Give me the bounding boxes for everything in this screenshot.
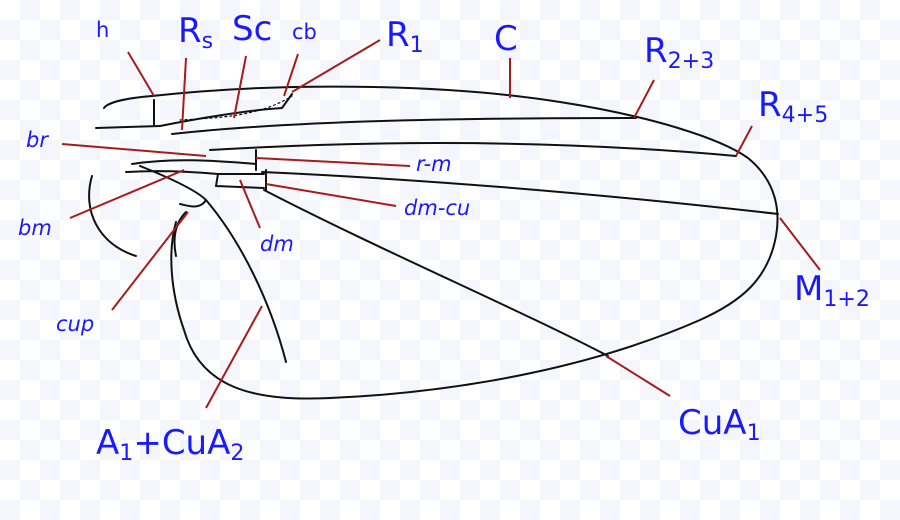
anal-lobe	[88, 175, 187, 257]
label-a1cua2: A1+CuA2	[96, 423, 245, 467]
label-cup: cup	[56, 312, 95, 336]
label-r23: R2+3	[644, 31, 715, 75]
label-cb: cb	[292, 20, 317, 44]
wing-base	[95, 95, 161, 129]
label-r45: R4+5	[758, 85, 829, 129]
label-bm: bm	[18, 216, 52, 240]
leader-sc	[233, 55, 247, 119]
leader-cup	[111, 211, 189, 311]
vein-r45	[209, 142, 737, 157]
leader-h	[127, 51, 155, 97]
label-h: h	[96, 18, 110, 42]
leader-r23	[633, 79, 655, 119]
label-cua1: CuA1	[678, 403, 761, 447]
label-r1: R1	[386, 15, 424, 59]
label-br: br	[26, 128, 48, 152]
label-m12: M1+2	[794, 269, 870, 313]
vein-r1	[153, 93, 293, 127]
leader-cua1	[605, 355, 671, 397]
label-dm: dm	[260, 232, 294, 256]
vein-r23	[171, 117, 637, 135]
leader-bm	[69, 169, 185, 219]
label-rs: Rs	[178, 11, 214, 55]
vein-m12	[261, 171, 779, 215]
leader-dmcu	[265, 183, 397, 207]
label-dmcu: dm-cu	[404, 196, 471, 220]
leader-r45	[735, 125, 753, 157]
cell-veins	[125, 159, 265, 208]
label-c: C	[494, 19, 518, 59]
leader-m12	[779, 217, 821, 271]
vein-a1cua2	[205, 199, 287, 363]
wing-outline	[151, 85, 779, 400]
leader-dm	[239, 179, 261, 229]
leader-rm	[255, 157, 411, 167]
label-rm: r-m	[416, 152, 452, 176]
leader-cb	[283, 53, 299, 97]
leader-r1	[291, 39, 381, 93]
leader-a1cua2	[205, 305, 263, 409]
vein-cua1	[263, 189, 609, 357]
leader-br	[61, 143, 207, 157]
leader-rs	[181, 57, 187, 131]
label-sc: Sc	[232, 9, 273, 49]
